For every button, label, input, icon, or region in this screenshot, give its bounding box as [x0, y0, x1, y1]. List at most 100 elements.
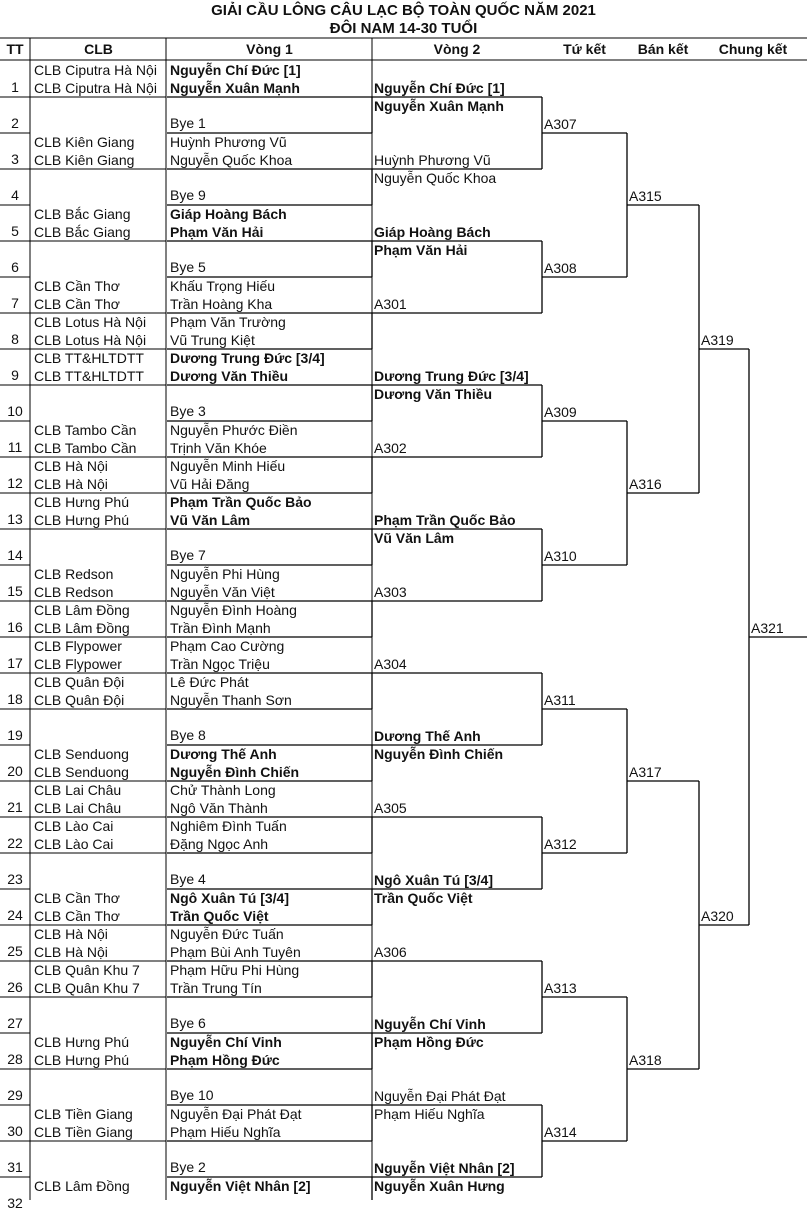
- draw-number: 25: [7, 943, 23, 959]
- round2-entry: Nguyễn Chí Vinh: [374, 1016, 486, 1032]
- round2-entry: Nguyễn Việt Nhân [2]: [374, 1160, 515, 1176]
- player-name: Trần Đình Mạnh: [170, 620, 271, 636]
- draw-number: 32: [7, 1195, 23, 1211]
- club-name: CLB Cần Thơ: [34, 278, 120, 294]
- club-name: CLB Lâm Đồng: [34, 1178, 130, 1194]
- player-name: Phạm Hồng Đức: [170, 1052, 280, 1068]
- draw-number: 4: [11, 187, 19, 203]
- bye-slot: Bye 1: [170, 115, 206, 131]
- header-clb: CLB: [84, 41, 113, 57]
- player-name: Nguyễn Chí Vinh: [170, 1034, 282, 1050]
- club-name: CLB Tambo Cần: [34, 422, 137, 438]
- round2-entry: A303: [374, 584, 407, 600]
- draw-number: 20: [7, 763, 23, 779]
- bye-slot: Bye 6: [170, 1015, 206, 1031]
- quarterfinal-code: A307: [544, 116, 577, 132]
- player-name: Nguyễn Quốc Khoa: [170, 152, 293, 168]
- round2-entry: Nguyễn Xuân Hưng: [374, 1178, 505, 1194]
- club-name: CLB Quân Đội: [34, 674, 125, 690]
- player-name: Nguyễn Thanh Sơn: [170, 692, 292, 708]
- draw-number: 9: [11, 367, 19, 383]
- club-name: CLB Kiên Giang: [34, 152, 135, 168]
- player-name: Phạm Văn Trường: [170, 314, 286, 330]
- final-code: A319: [701, 332, 734, 348]
- draw-number: 19: [7, 727, 23, 743]
- semifinal-code: A315: [629, 188, 662, 204]
- draw-number: 27: [7, 1015, 23, 1031]
- player-name: Nghiêm Đình Tuấn: [170, 818, 287, 834]
- semifinal-code: A318: [629, 1052, 662, 1068]
- draw-number: 7: [11, 295, 19, 311]
- draw-number: 3: [11, 151, 19, 167]
- club-name: CLB Bắc Giang: [34, 224, 131, 240]
- quarterfinal-code: A311: [544, 692, 576, 708]
- round2-entry: Phạm Hồng Đức: [374, 1034, 484, 1050]
- club-name: CLB Hưng Phú: [34, 1052, 129, 1068]
- semifinal-code: A316: [629, 476, 662, 492]
- player-name: Nguyễn Đình Chiến: [170, 764, 300, 780]
- round2-entry: Nguyễn Xuân Mạnh: [374, 98, 504, 114]
- club-name: CLB Senduong: [34, 764, 129, 780]
- player-name: Nguyễn Phi Hùng: [170, 566, 280, 582]
- player-name: Nguyễn Đại Phát Đạt: [170, 1106, 302, 1122]
- draw-number: 30: [7, 1123, 23, 1139]
- header-round2: Vòng 2: [433, 41, 481, 57]
- draw-number: 17: [7, 655, 23, 671]
- quarterfinal-code: A308: [544, 260, 577, 276]
- club-name: CLB Ciputra Hà Nội: [34, 80, 157, 96]
- club-name: CLB Redson: [34, 566, 114, 582]
- club-name: CLB Hưng Phú: [34, 1034, 129, 1050]
- round2-entry: Trần Quốc Việt: [374, 890, 473, 906]
- club-name: CLB Lai Châu: [34, 800, 122, 816]
- player-name: Nguyễn Phước Điền: [170, 422, 298, 438]
- bye-slot: Bye 10: [170, 1087, 214, 1103]
- round2-entry: A304: [374, 656, 407, 672]
- club-name: CLB Lào Cai: [34, 836, 114, 852]
- round2-entry: Phạm Hiếu Nghĩa: [374, 1106, 485, 1122]
- round2-entry: Nguyễn Đại Phát Đạt: [374, 1088, 506, 1104]
- club-name: CLB Kiên Giang: [34, 134, 135, 150]
- player-name: Phạm Văn Hải: [170, 224, 264, 240]
- draw-number: 11: [7, 439, 23, 455]
- bye-slot: Bye 5: [170, 259, 206, 275]
- player-name: Trần Quốc Việt: [170, 908, 269, 924]
- player-name: Vũ Trung Kiệt: [170, 332, 255, 348]
- round2-entry: Dương Trung Đức [3/4]: [374, 368, 529, 384]
- draw-number: 15: [7, 583, 23, 599]
- club-name: CLB Lào Cai: [34, 818, 114, 834]
- quarterfinal-code: A313: [544, 980, 577, 996]
- club-name: CLB Tiền Giang: [34, 1124, 133, 1140]
- champion-code: A321: [751, 620, 784, 636]
- round2-entry: Dương Thế Anh: [374, 728, 481, 744]
- bye-slot: Bye 2: [170, 1159, 206, 1175]
- club-name: CLB Cần Thơ: [34, 890, 120, 906]
- player-name: Trần Hoàng Kha: [170, 296, 273, 312]
- club-name: CLB Cần Thơ: [34, 296, 120, 312]
- round2-entry: Nguyễn Quốc Khoa: [374, 170, 497, 186]
- final-code: A320: [701, 908, 734, 924]
- club-name: CLB Lâm Đồng: [34, 602, 130, 618]
- club-name: CLB Quân Đội: [34, 692, 125, 708]
- club-name: CLB Tiền Giang: [34, 1106, 133, 1122]
- draw-number: 28: [7, 1051, 23, 1067]
- draw-number: 2: [11, 115, 19, 131]
- round2-entry: A302: [374, 440, 407, 456]
- draw-number: 10: [7, 403, 23, 419]
- club-name: CLB Lotus Hà Nội: [34, 314, 147, 330]
- club-name: CLB Lai Châu: [34, 782, 122, 798]
- player-name: Trịnh Văn Khóe: [170, 440, 267, 456]
- round2-entry: Dương Văn Thiều: [374, 386, 493, 402]
- round2-entry: Nguyễn Đình Chiến: [374, 746, 504, 762]
- player-name: Phạm Hữu Phi Hùng: [170, 962, 300, 978]
- draw-number: 13: [7, 511, 23, 527]
- player-name: Nguyễn Văn Việt: [170, 584, 275, 600]
- round2-entry: Huỳnh Phương Vũ: [374, 152, 491, 168]
- club-name: CLB Tambo Cần: [34, 440, 137, 456]
- player-name: Phạm Bùi Anh Tuyên: [170, 944, 301, 960]
- draw-number: 29: [7, 1087, 23, 1103]
- draw-number: 16: [7, 619, 23, 635]
- player-name: Dương Thế Anh: [170, 746, 277, 762]
- bye-slot: Bye 8: [170, 727, 206, 743]
- club-name: CLB Flypower: [34, 638, 122, 654]
- player-name: Ngô Xuân Tú [3/4]: [170, 890, 289, 906]
